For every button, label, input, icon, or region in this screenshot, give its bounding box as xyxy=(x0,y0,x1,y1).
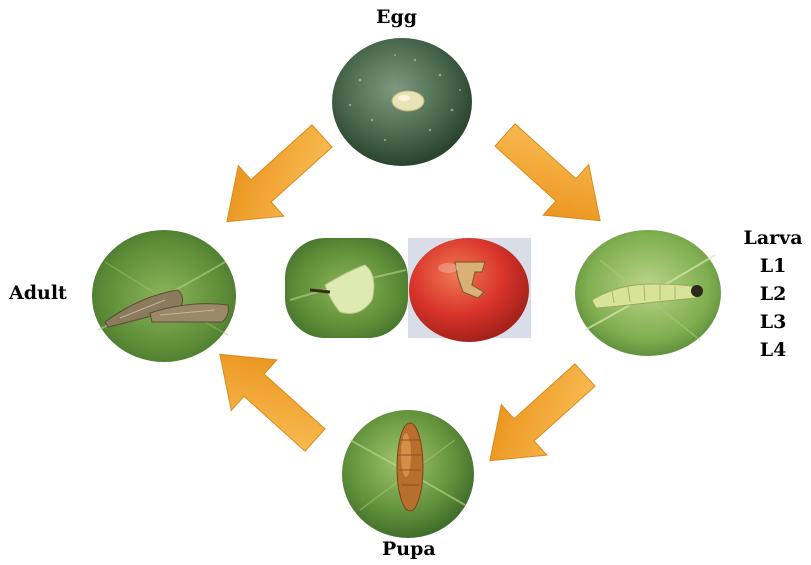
egg-label: Egg xyxy=(376,8,417,27)
larva-label-block: Larva L1 L2 L3 L4 xyxy=(738,229,808,369)
egg-photo xyxy=(332,38,472,166)
arrow-egg-to-larva xyxy=(482,110,623,246)
larva-instar-l2: L2 xyxy=(738,285,808,304)
egg-icon xyxy=(392,91,424,111)
pupa-icon xyxy=(397,423,423,511)
adult-photo xyxy=(92,230,236,362)
damage-photos xyxy=(285,238,531,342)
larva-instar-l4: L4 xyxy=(738,341,808,360)
tomato-damage-photo xyxy=(408,238,531,342)
larva-instar-l1: L1 xyxy=(738,257,808,276)
leaf-damage-photo xyxy=(285,238,408,338)
adult-label: Adult xyxy=(9,284,67,303)
arrow-pupa-to-adult xyxy=(197,329,338,465)
pupa-photo xyxy=(342,410,474,538)
larva-photo xyxy=(575,230,721,356)
arrow-larva-to-pupa xyxy=(467,350,608,486)
larva-label: Larva xyxy=(738,229,808,248)
larva-instar-l3: L3 xyxy=(738,313,808,332)
pupa-label: Pupa xyxy=(382,540,436,559)
arrow-adult-to-egg xyxy=(204,111,345,247)
